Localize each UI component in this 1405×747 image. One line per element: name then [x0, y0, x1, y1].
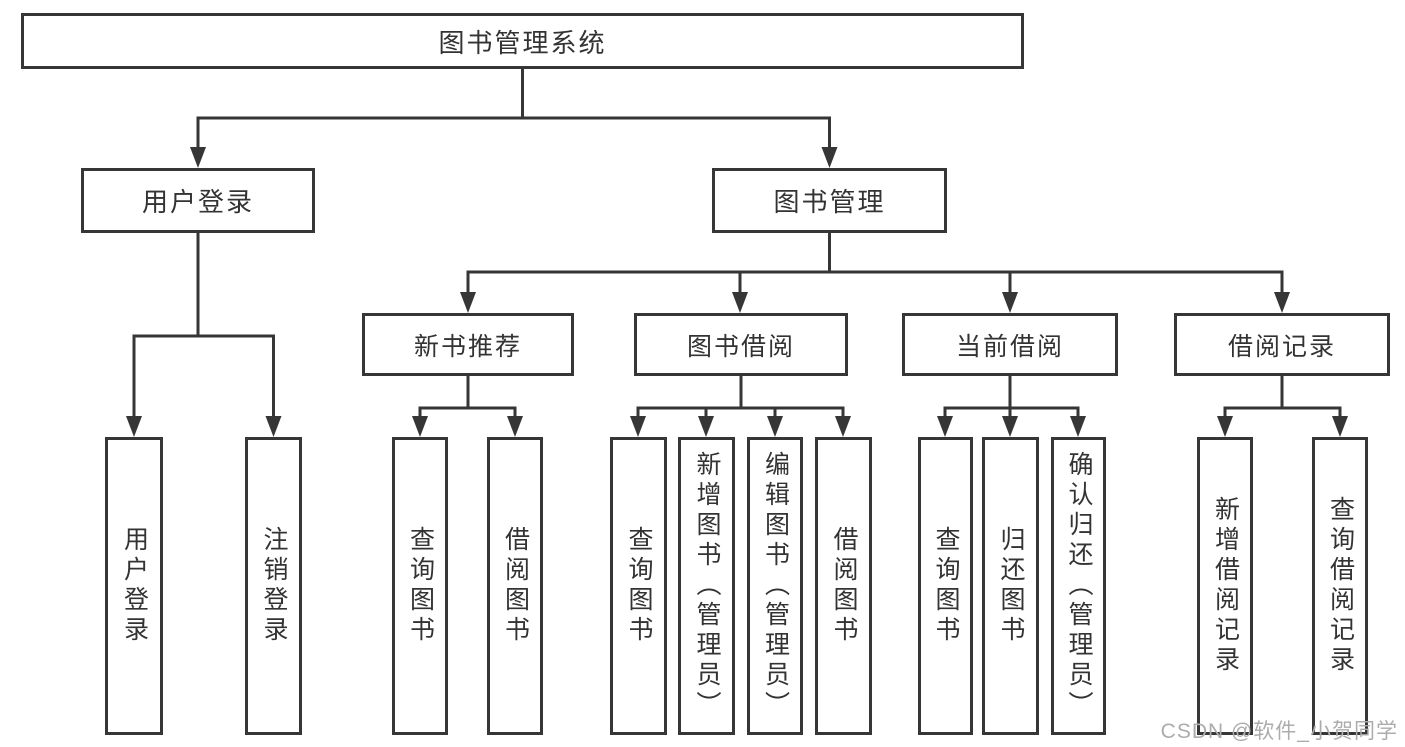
node-leaf-logout: 注销登录 — [245, 437, 302, 735]
node-book-borrowing: 图书借阅 — [634, 313, 848, 376]
node-user-login: 用户登录 — [81, 168, 315, 233]
node-borrowing-records: 借阅记录 — [1174, 313, 1390, 376]
node-br-add-record: 新增借阅记录 — [1197, 437, 1253, 735]
node-bb-borrow-books: 借阅图书 — [815, 437, 872, 735]
node-cb-confirm-return-admin: 确认归还（管理员） — [1051, 437, 1106, 735]
node-cb-return-books: 归还图书 — [982, 437, 1039, 735]
node-br-query-record: 查询借阅记录 — [1312, 437, 1368, 735]
node-bb-add-books-admin: 新增图书（管理员） — [678, 437, 735, 735]
node-book-management: 图书管理 — [712, 168, 947, 233]
node-bb-edit-books-admin: 编辑图书（管理员） — [747, 437, 803, 735]
node-nb-borrow-books: 借阅图书 — [487, 437, 543, 735]
node-leaf-user-login: 用户登录 — [105, 437, 163, 735]
node-cb-query-books: 查询图书 — [918, 437, 973, 735]
node-bb-query-books: 查询图书 — [610, 437, 667, 735]
node-new-book-recommend: 新书推荐 — [362, 313, 574, 376]
node-library-management-system: 图书管理系统 — [21, 13, 1024, 69]
node-current-borrowing: 当前借阅 — [902, 313, 1118, 376]
node-nb-query-books: 查询图书 — [392, 437, 448, 735]
watermark: CSDN @软件_小贺同学 — [1160, 720, 1398, 743]
